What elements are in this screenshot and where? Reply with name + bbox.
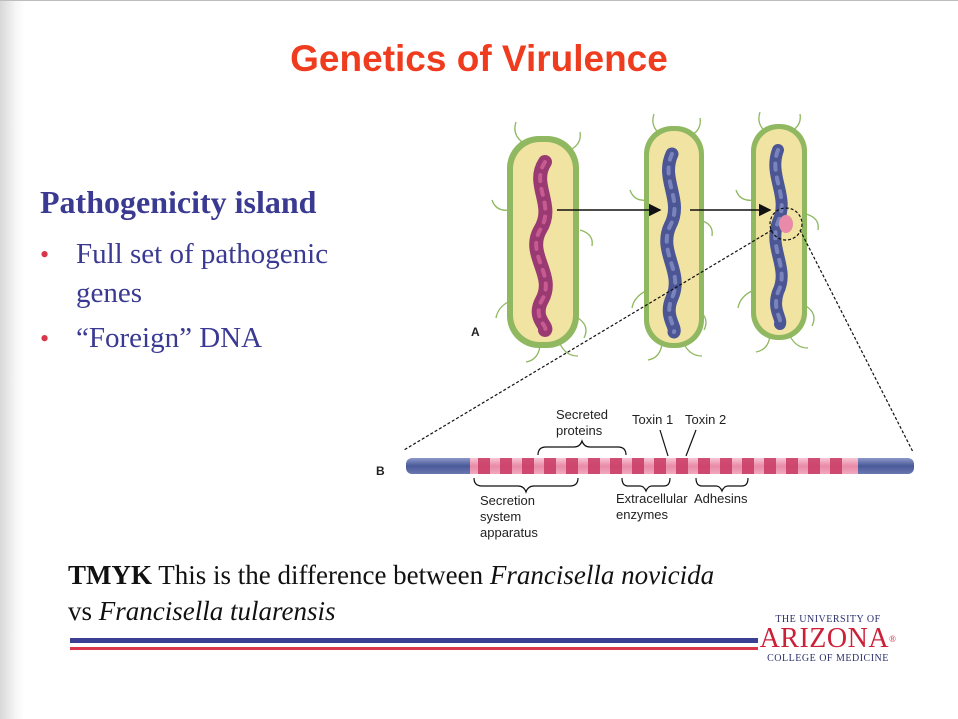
secretion-label-line-1: Secretion	[480, 493, 535, 508]
zoom-line-right	[799, 229, 914, 453]
dna-strip	[406, 458, 914, 474]
bacterial-cell-2	[629, 113, 713, 361]
bacterial-cell-3	[735, 111, 819, 353]
top-braces	[537, 429, 697, 457]
bullet-list: • Full set of pathogenic genes • “Foreig…	[40, 235, 380, 364]
bullet-item: • Full set of pathogenic genes	[40, 235, 380, 313]
toxin-2-label: Toxin 2	[685, 412, 726, 427]
logo-main-text: ARIZONA®	[758, 625, 898, 653]
caption: TMYK This is the difference between Fran…	[68, 557, 714, 629]
caption-text-1: This is the difference between	[152, 560, 490, 590]
top-border	[0, 0, 958, 1]
logo-top-text: THE UNIVERSITY OF	[775, 614, 881, 625]
bottom-braces	[473, 477, 749, 494]
secretion-label-line-2: system	[480, 509, 521, 524]
secreted-label-line-2: proteins	[556, 423, 603, 438]
secretion-label-line-3: apparatus	[480, 525, 538, 540]
caption-line-2: vs Francisella tularensis	[68, 593, 714, 629]
bullet-dot: •	[40, 240, 50, 269]
zoom-line-left	[403, 229, 773, 451]
bullet-text: Full set of pathogenic genes	[76, 238, 329, 309]
logo-wordmark: ARIZONA	[759, 623, 890, 654]
extracellular-label-line-2: enzymes	[616, 507, 669, 522]
caption-line-1: TMYK This is the difference between Fran…	[68, 557, 714, 593]
caption-italic-2: Francisella tularensis	[98, 596, 336, 626]
page-edge-shadow	[0, 0, 24, 719]
slide-title: Genetics of Virulence	[290, 38, 668, 79]
caption-prefix: TMYK	[68, 560, 152, 590]
extracellular-label-line-1: Extracellular	[616, 491, 688, 506]
toxin-1-label: Toxin 1	[632, 412, 673, 427]
logo-bottom-text: COLLEGE OF MEDICINE	[767, 653, 889, 664]
bullet-text: “Foreign” DNA	[76, 322, 263, 354]
adhesins-label: Adhesins	[694, 491, 748, 506]
caption-text-2: vs	[68, 596, 99, 626]
section-heading: Pathogenicity island	[40, 184, 317, 220]
university-logo: THE UNIVERSITY OF ARIZONA® COLLEGE OF ME…	[758, 614, 898, 664]
bullet-dot: •	[40, 324, 50, 353]
footer-rule-blue	[70, 638, 758, 643]
panel-a-label: A	[471, 325, 480, 339]
caption-italic-1: Francisella novicida	[489, 560, 715, 590]
panel-b-label: B	[376, 464, 385, 478]
secreted-label-line-1: Secreted	[556, 407, 608, 422]
logo-registered-mark: ®	[889, 634, 897, 644]
footer-rule-red	[70, 647, 758, 650]
bullet-item: • “Foreign” DNA	[40, 319, 380, 358]
bacterial-cell-1	[491, 121, 593, 363]
